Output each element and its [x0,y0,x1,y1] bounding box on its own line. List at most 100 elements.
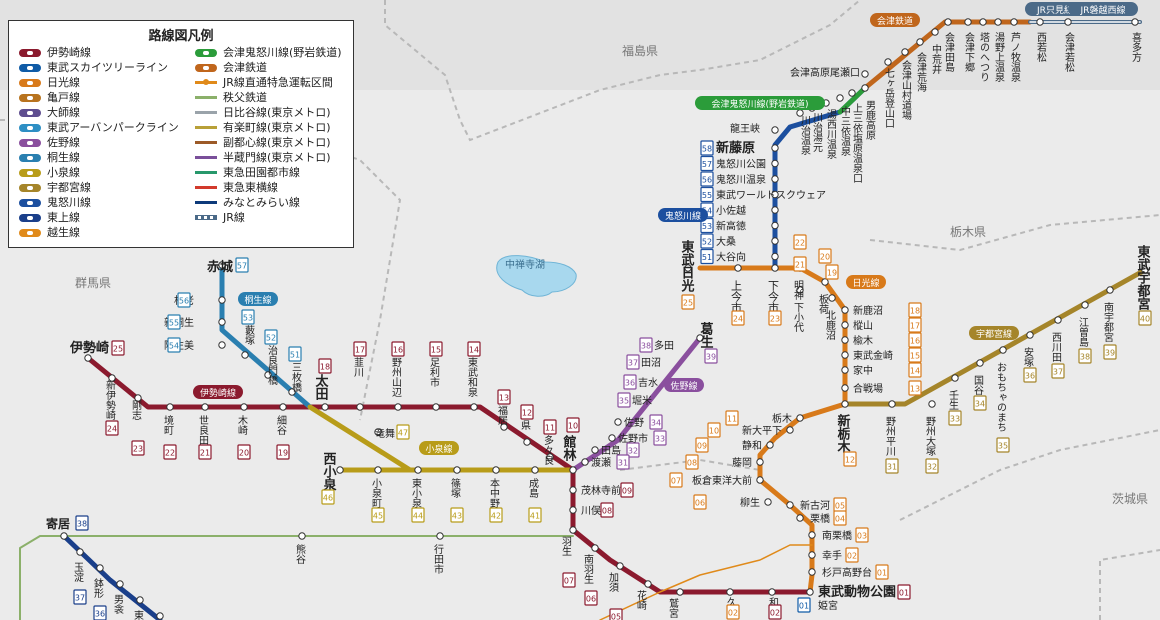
circle [218,341,226,349]
circle [771,252,779,261]
station-number-box [726,604,740,620]
station-number: 14 [910,367,920,376]
station-number-box [649,414,663,430]
legend-swatch [19,123,41,132]
legend-swatch [19,48,41,57]
legend-label: JR線 [223,211,245,224]
circle [288,388,296,396]
circle [771,159,779,168]
circle [116,580,124,588]
station-number: 06 [586,595,596,604]
station-number-box [704,348,718,364]
circle [1054,316,1062,324]
station-number-box [700,140,714,156]
station-number-box [793,256,807,272]
station-number-box [167,314,181,330]
circle [356,403,364,411]
station-name: 川俣 [581,504,601,517]
legend-swatch [19,93,41,102]
circle [569,526,577,534]
circle [492,466,500,474]
station-number-box [693,494,707,510]
line-badge-label: 会津鬼怒川線(野岩鉄道) [711,98,808,110]
lake-label: 中禅寺湖 [505,258,545,271]
station-name: 三枚橋 [290,362,302,393]
circle [771,144,779,152]
station-name: 江曽島 [1077,317,1089,348]
koizumi-line-branch [307,404,413,473]
station-name: 新伊勢崎 [104,379,116,420]
station-number: 22 [795,239,805,248]
line-badge-label: 桐生線 [244,294,271,306]
station-name: 東武竹 [132,609,144,620]
station-number: 04 [835,515,845,524]
station-name: 寄居 [46,516,70,531]
station-number-box [885,458,899,474]
legend-item: 副都心線(東京メトロ) [195,135,342,150]
legend-swatch [19,108,41,117]
station-number-box [653,430,667,446]
legend-item: 日光線 [19,75,179,90]
station-number-box [845,547,859,563]
station-name: 静和 [742,439,762,452]
prefecture-boundary [899,429,1160,521]
station-number: 51 [290,351,300,360]
station-name: 下今市 [767,280,780,314]
station-name: 中荒井 [930,43,942,75]
legend-item: JR線 [195,210,342,225]
prefecture-boundary [869,214,1160,252]
circle [614,418,622,426]
station-name: 鷲宮 [667,597,679,619]
station-number: 21 [200,449,210,458]
legend-label: 小泉線 [47,166,80,179]
legend-swatch [19,183,41,192]
station-name: 北鹿沼 [824,310,836,341]
station-name: 成島 [527,478,539,499]
station-name: 家中 [853,364,873,377]
yagan-line [837,85,868,115]
station-name: 佐野 [624,417,644,429]
legend-item: 会津鉄道 [195,60,342,75]
station-number: 22 [165,449,175,458]
station-number: 35 [619,397,629,406]
circle [756,458,764,466]
circle [279,403,287,411]
station-name: 田沼 [641,356,661,369]
station-number: 56 [702,176,712,185]
station-name: 会津若松 [1063,31,1075,73]
station-name: 韮川 [352,357,364,377]
circle [766,441,774,449]
legend-item: 東急田園都市線 [195,165,342,180]
station-number: 32 [628,447,638,456]
legend-item: 越生線 [19,225,179,240]
circle [796,286,804,294]
circle [808,531,816,539]
legend-label: 東上線 [47,211,80,224]
circle [808,551,816,559]
station-number-box [681,294,695,310]
legend-swatch [195,63,217,72]
station-name: 木崎 [236,415,248,435]
station-number: 52 [266,334,276,343]
legend-swatch [195,201,217,204]
station-number: 34 [651,419,661,428]
station-number-box [626,354,640,370]
legend-label: 越生線 [47,226,80,239]
circle [861,84,869,92]
station-number-box [489,507,503,523]
station-number: 24 [733,315,743,324]
station-number: 09 [697,442,707,451]
station-number: 37 [628,359,638,368]
legend-item: 東上線 [19,210,179,225]
station-name: 剛志 [130,400,142,420]
station-number: 17 [910,322,920,331]
station-number: 31 [887,463,897,472]
circle [796,514,804,522]
station-number: 53 [243,314,253,323]
station-number: 10 [568,422,578,431]
circle [696,334,704,342]
station-name: 龍王峡 [730,122,760,135]
station-number-box [198,444,212,460]
circle [808,568,816,576]
